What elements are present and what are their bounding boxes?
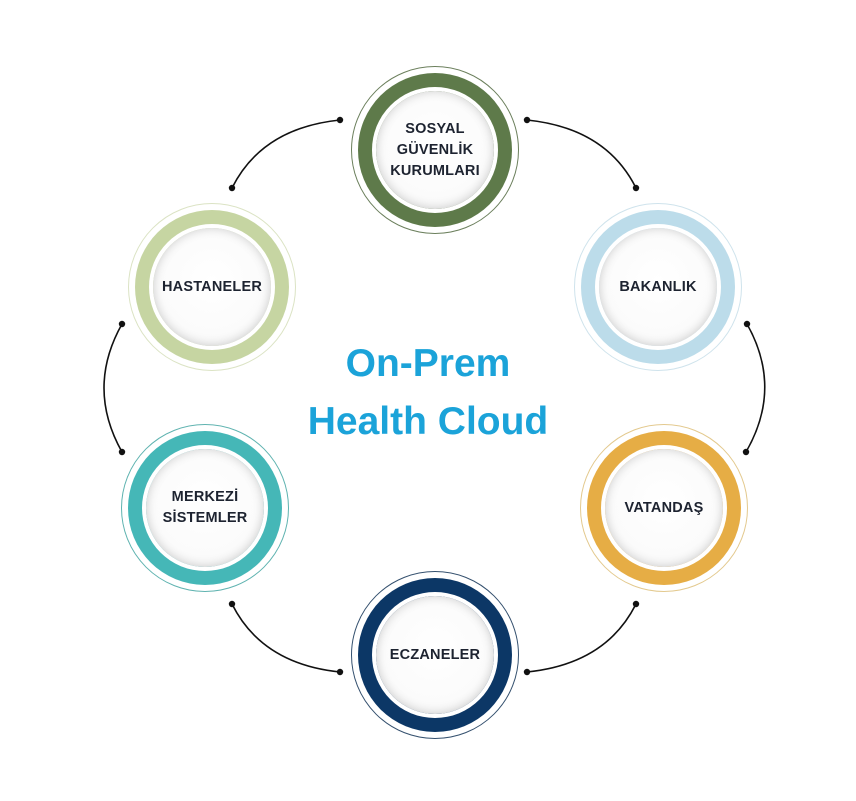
connector-dot-icon (523, 668, 531, 676)
node-inner-disc: SOSYAL GÜVENLİK KURUMLARI (376, 91, 494, 209)
node-inner-disc: MERKEZİ SİSTEMLER (146, 449, 264, 567)
connector-dot-icon (228, 184, 236, 192)
diagram-title-line1: On-Prem (345, 342, 511, 385)
connector-arc-eczaneler-to-merkezi (231, 603, 341, 673)
node-sosyal-guvenlik: SOSYAL GÜVENLİK KURUMLARI (351, 66, 519, 234)
connector-dot-icon (336, 668, 344, 676)
connector-dot-icon (523, 116, 531, 124)
node-label: MERKEZİ SİSTEMLER (162, 489, 248, 526)
connector-arc-merkezi-to-hastaneler (103, 323, 123, 453)
connector-dot-icon (228, 600, 236, 608)
node-hastaneler: HASTANELER (128, 203, 296, 371)
node-inner-disc: VATANDAŞ (605, 449, 723, 567)
node-bakanlik: BAKANLIK (574, 203, 742, 371)
connector-dot-icon (336, 116, 344, 124)
node-merkezi-sistemler: MERKEZİ SİSTEMLER (121, 424, 289, 592)
connector-arc-bakanlik-to-vatandas (745, 323, 766, 453)
node-label: BAKANLIK (619, 278, 697, 295)
node-label: SOSYAL GÜVENLİK KURUMLARI (390, 120, 480, 179)
connector-arc-vatandas-to-eczaneler (526, 603, 637, 673)
node-vatandas: VATANDAŞ (580, 424, 748, 592)
node-label: ECZANELER (389, 646, 481, 663)
connector-arc-sosyal-to-bakanlik (526, 119, 637, 189)
connector-dot-icon (118, 448, 126, 456)
connector-dot-icon (632, 184, 640, 192)
node-label: HASTANELER (161, 278, 262, 295)
node-inner-disc: HASTANELER (153, 228, 271, 346)
connector-dot-icon (632, 600, 640, 608)
node-eczaneler: ECZANELER (351, 571, 519, 739)
diagram-title-line2: Health Cloud (307, 400, 549, 443)
connector-dot-icon (742, 448, 750, 456)
node-label: VATANDAŞ (624, 499, 704, 516)
connector-dot-icon (118, 320, 126, 328)
node-inner-disc: BAKANLIK (599, 228, 717, 346)
connector-arc-hastaneler-to-sosyal (231, 119, 341, 189)
connector-dot-icon (743, 320, 751, 328)
node-inner-disc: ECZANELER (376, 596, 494, 714)
